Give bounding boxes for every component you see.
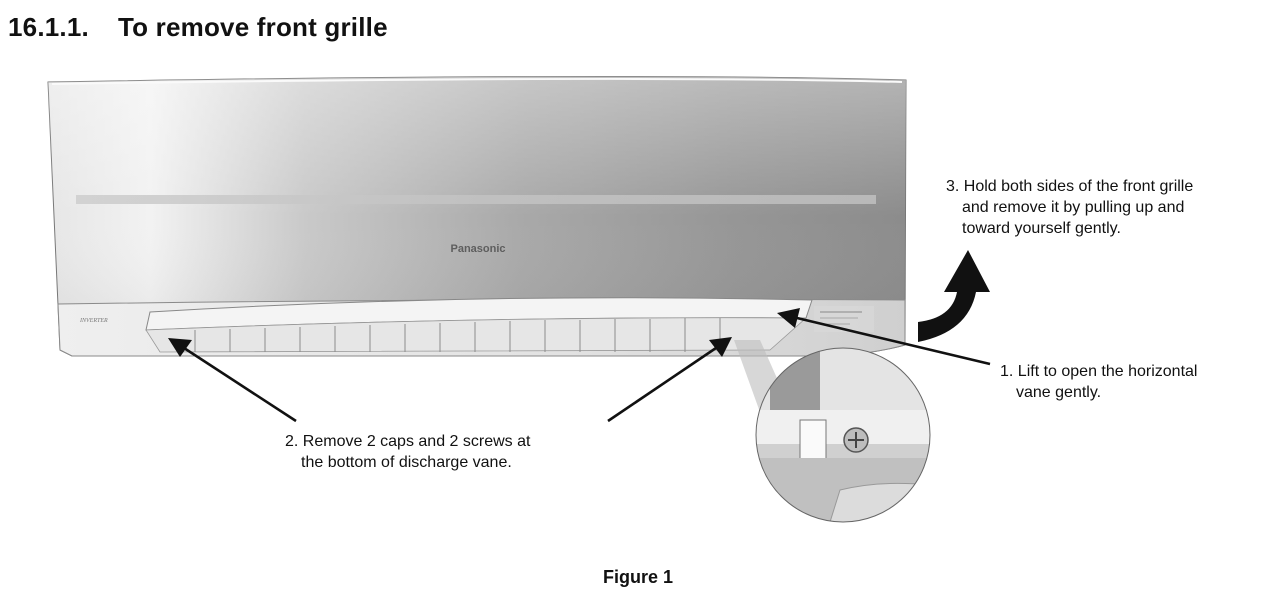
callout-step-2-line-2: the bottom of discharge vane.	[301, 454, 512, 471]
section-heading: To remove front grille	[118, 12, 388, 42]
callout-step-1-line-1: 1. Lift to open the horizontal	[1000, 363, 1198, 380]
section-title: 16.1.1. To remove front grille	[8, 12, 388, 43]
callout-step-2-line-1: 2. Remove 2 caps and 2 screws at	[285, 433, 531, 450]
inverter-badge: INVERTER	[79, 318, 108, 324]
callout-step-3: 3. Hold both sides of the front grille a…	[946, 176, 1193, 239]
callout-step-3-line-2: and remove it by pulling up and	[962, 199, 1185, 216]
figure-caption: Figure 1	[602, 567, 673, 587]
indoor-unit	[47, 75, 907, 357]
callout-step-3-line-1: 3. Hold both sides of the front grille	[946, 178, 1194, 195]
leader-arrows	[168, 308, 991, 423]
callout-step-2: 2. Remove 2 caps and 2 screws at the bot…	[285, 431, 530, 473]
lift-up-arrow	[918, 250, 990, 342]
section-number: 16.1.1.	[8, 12, 89, 42]
brand-logo: Panasonic	[450, 243, 505, 255]
zoom-inset-screw-detail	[734, 340, 931, 523]
callout-step-1-line-2: vane gently.	[1016, 384, 1102, 401]
callout-step-1: 1. Lift to open the horizontal vane gent…	[1000, 361, 1197, 403]
callout-step-3-line-3: toward yourself gently.	[962, 220, 1121, 237]
